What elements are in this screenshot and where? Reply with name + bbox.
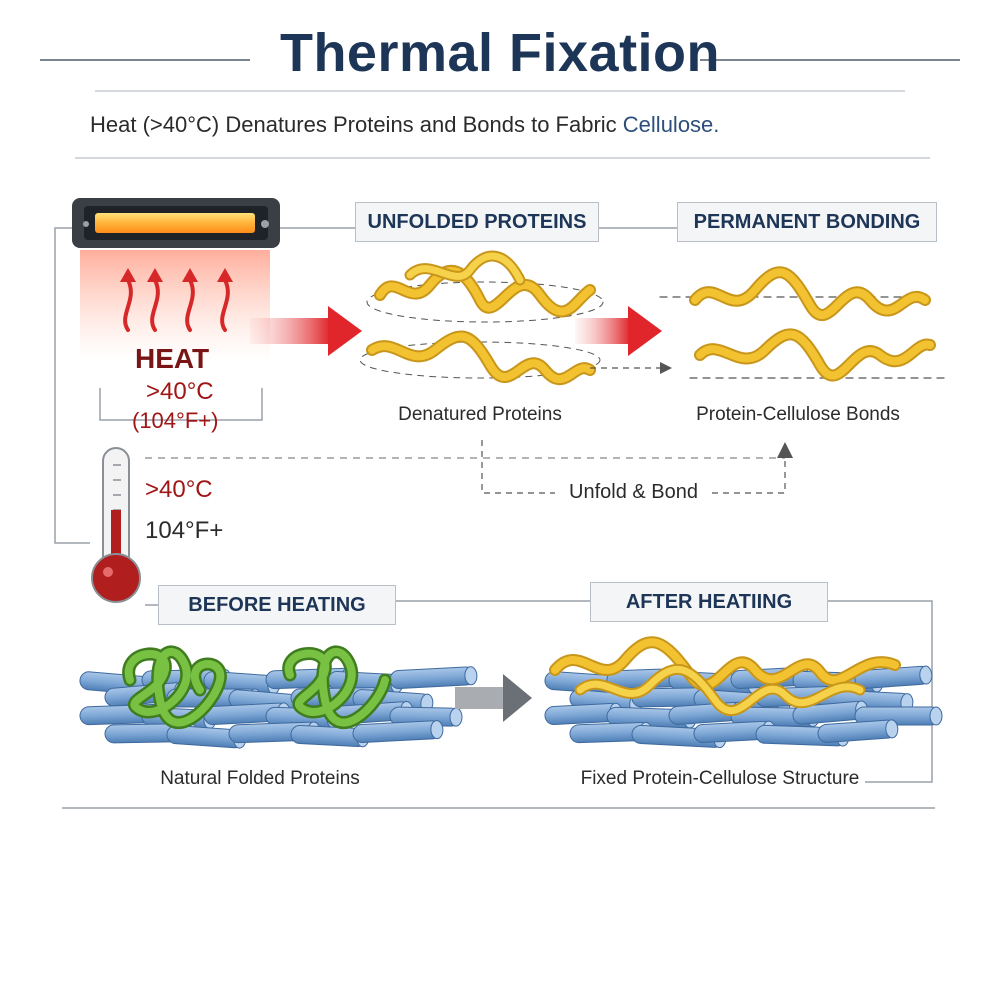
subtitle: Heat (>40°C) Denatures Proteins and Bond… xyxy=(90,112,719,138)
heat-label: HEAT xyxy=(135,343,210,374)
thermometer-fahrenheit: 104°F+ xyxy=(145,517,224,544)
cellulose-fiber xyxy=(352,720,444,744)
left-connector-line xyxy=(54,227,90,544)
cellulose-fiber xyxy=(389,706,463,727)
cellulose-fiber xyxy=(389,666,478,690)
caption-natural-folded-proteins: Natural Folded Proteins xyxy=(160,768,360,789)
tag-permanent-bonding: PERMANENT BONDING xyxy=(677,202,937,242)
subtitle-highlight: Cellulose. xyxy=(622,112,720,137)
tag-after-heating: AFTER HEATIING xyxy=(590,582,828,622)
heat-waves-icon xyxy=(123,278,230,332)
unfold-to-bond-arrow xyxy=(575,306,662,356)
heat-fahrenheit: (104°F+) xyxy=(132,408,219,433)
caption-fixed-structure: Fixed Protein-Cellulose Structure xyxy=(580,768,860,789)
thermometer-icon xyxy=(91,447,141,603)
heater-icon xyxy=(72,198,280,248)
subtitle-text: Heat (>40°C) Denatures Proteins and Bond… xyxy=(90,112,623,137)
flow-dashed-line-right xyxy=(712,458,786,494)
flow-label: Unfold & Bond xyxy=(569,481,698,503)
heat-arrowheads xyxy=(120,268,233,282)
heat-to-unfold-arrow xyxy=(250,306,362,356)
tag-before-heating: BEFORE HEATING xyxy=(158,585,396,625)
small-arrowhead xyxy=(660,362,672,374)
before-to-after-arrow xyxy=(455,674,532,722)
flow-dashed-line-left xyxy=(481,440,555,494)
caption-protein-cellulose-bonds: Protein-Cellulose Bonds xyxy=(696,404,900,425)
heat-celsius: >40°C xyxy=(146,378,214,405)
tag-unfolded-proteins: UNFOLDED PROTEINS xyxy=(355,202,599,242)
after-tag-connector xyxy=(827,600,933,783)
page-title: Thermal Fixation xyxy=(279,23,721,83)
denatured-proteins-illustration xyxy=(359,250,604,386)
flow-up-arrowhead xyxy=(777,442,793,458)
cellulose-fiber xyxy=(817,719,899,743)
folded-proteins-illustration xyxy=(122,645,392,729)
heat-glow xyxy=(80,250,270,360)
heat-bracket xyxy=(99,388,263,421)
fixed-proteins-illustration xyxy=(549,636,901,717)
bonded-proteins-illustration xyxy=(659,266,946,382)
caption-denatured-proteins: Denatured Proteins xyxy=(398,404,562,425)
thermometer-celsius: >40°C xyxy=(145,476,213,503)
